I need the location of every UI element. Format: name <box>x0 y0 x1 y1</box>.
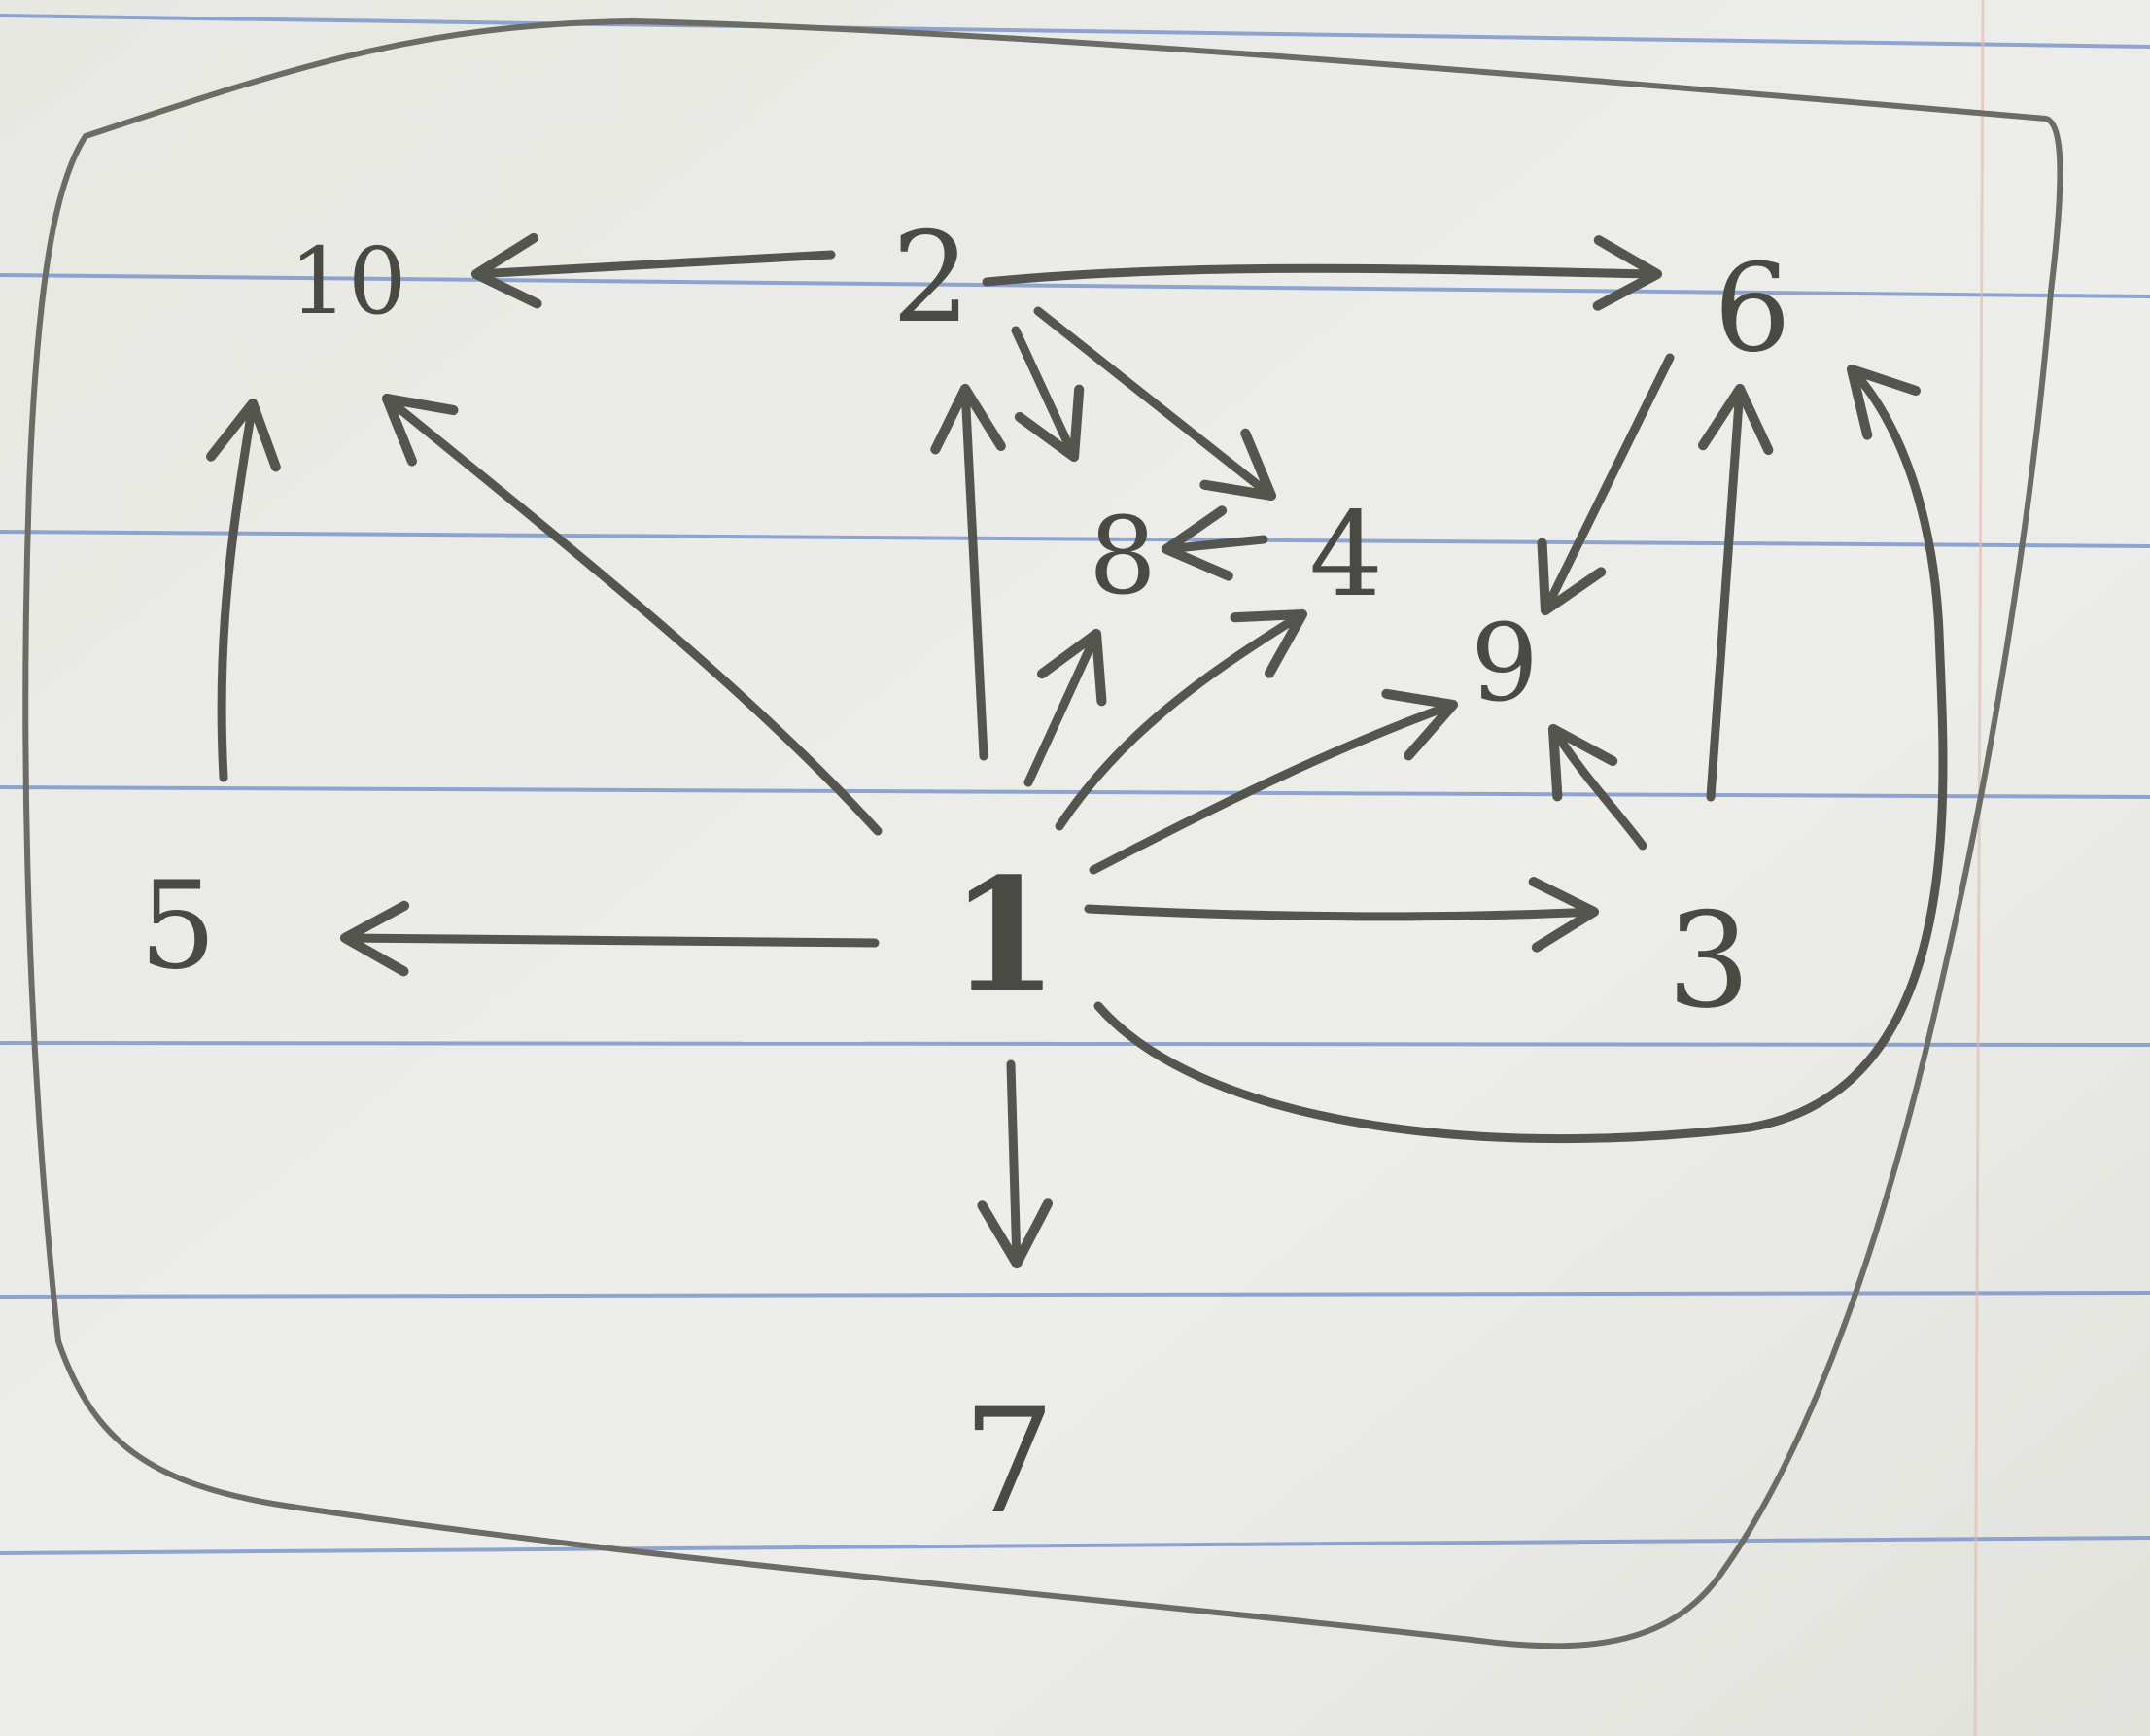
ruled-lines <box>0 14 2150 1555</box>
node-10: 10 <box>290 228 407 335</box>
edge-6-9 <box>1537 353 1675 616</box>
node-1: 1 <box>950 844 1058 1026</box>
node-8: 8 <box>1089 494 1157 618</box>
edge-2-4 <box>1033 306 1277 502</box>
edge-2-6 <box>982 235 1663 311</box>
edge-4-8 <box>1161 505 1268 581</box>
rule-line <box>0 1291 2150 1299</box>
node-9: 9 <box>1471 601 1539 725</box>
node-5: 5 <box>139 855 217 996</box>
rule-line <box>0 530 2150 548</box>
edge-1-4 <box>1055 608 1308 831</box>
node-4: 4 <box>1309 488 1383 623</box>
edge-1-10 <box>381 393 883 836</box>
edge-1-9 <box>1089 688 1459 875</box>
rule-line <box>0 785 2150 799</box>
rule-line <box>0 14 2150 49</box>
edge-3-6 <box>1697 383 1774 802</box>
rule-line <box>0 1041 2150 1047</box>
edge-2-10 <box>470 232 836 309</box>
node-2: 2 <box>891 206 970 351</box>
rule-line <box>0 1536 2150 1555</box>
rule-line <box>0 273 2150 298</box>
edge-1-2 <box>930 383 1006 761</box>
edge-1-7 <box>977 1059 1054 1269</box>
edge-1-3 <box>1084 877 1600 953</box>
graph-nodes: 1 2 3 4 5 6 7 8 9 10 <box>139 206 1791 1546</box>
edge-1-8 <box>1023 628 1107 787</box>
edge-2-8 <box>1011 326 1085 463</box>
edge-1-5 <box>339 900 880 977</box>
edge-1-6 <box>1093 364 1948 1144</box>
edge-5-10 <box>206 398 281 782</box>
graph-boundary <box>22 18 2063 1649</box>
margin-line <box>1973 0 1985 1736</box>
node-3: 3 <box>1667 885 1751 1037</box>
node-7: 7 <box>962 1377 1055 1546</box>
node-6: 6 <box>1714 238 1791 379</box>
graph-edges <box>206 232 1948 1269</box>
edge-3-9 <box>1547 723 1647 851</box>
